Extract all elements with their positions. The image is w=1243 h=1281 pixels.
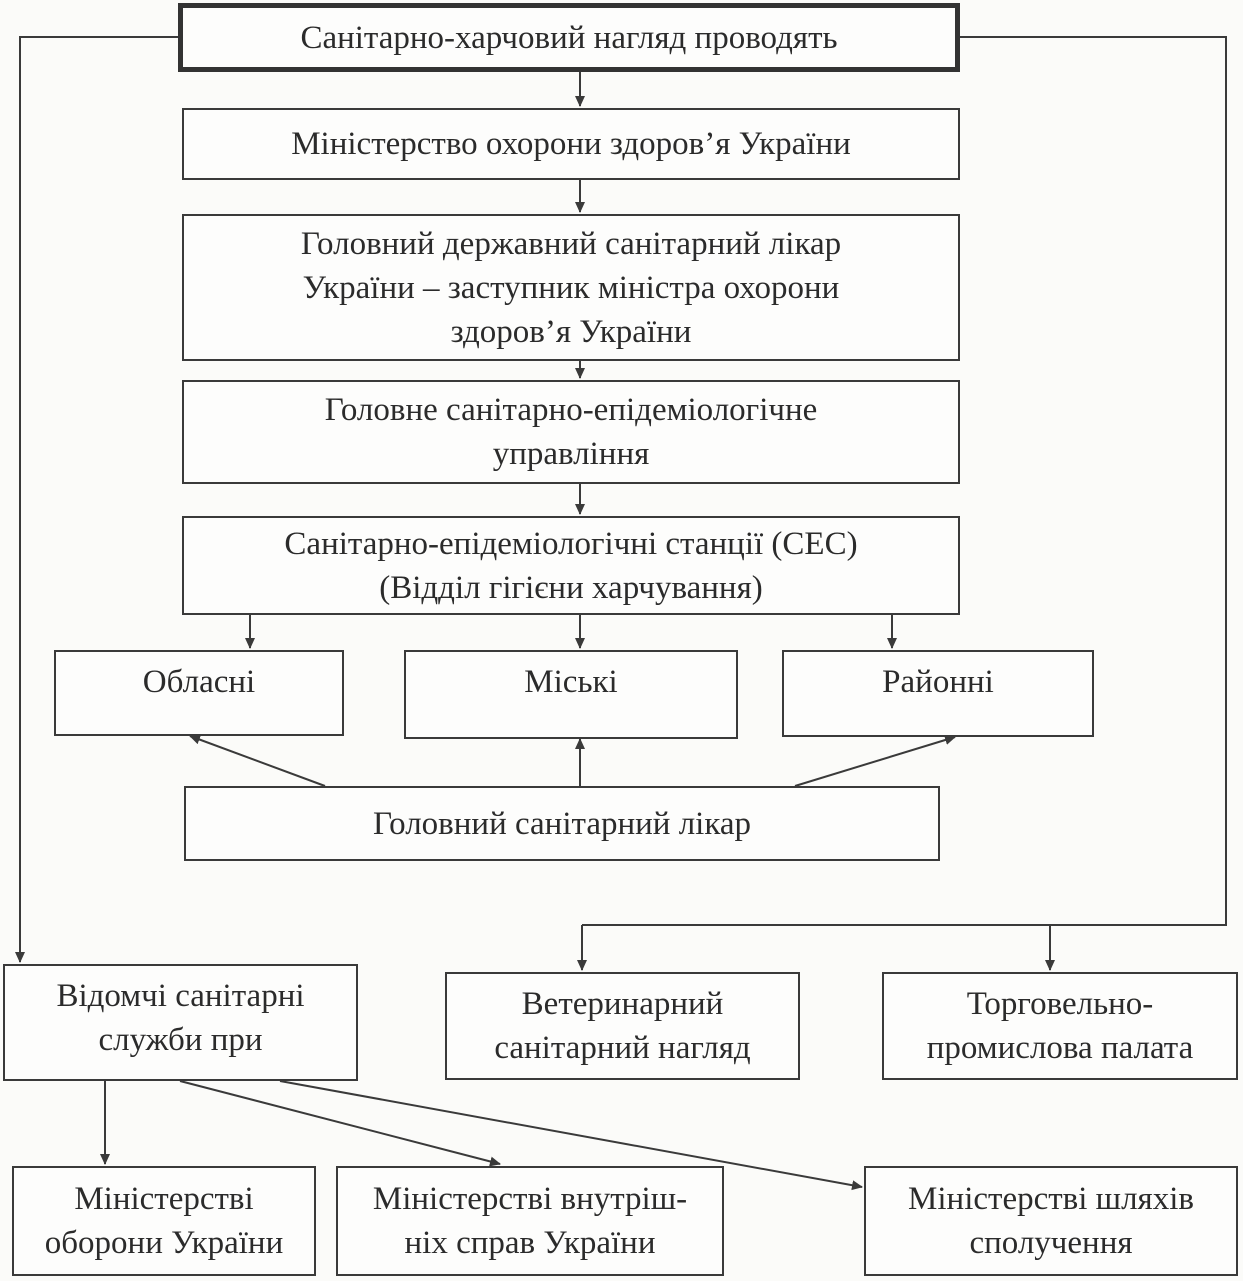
departmental-services-line-2: служби при [98,1022,263,1058]
departmental-services-line-1: Відомчі санітарні [56,978,305,1014]
interior-ministry-box: Міністерстві внутріш- ніх справ України [336,1166,724,1276]
oblast-text: Обласні [142,664,256,700]
ministry-text: Міністерство охорони здоров’я України [291,126,851,162]
arrow-chief-doctor-to-district [794,735,956,787]
chief-doctor-ukraine-line-3: здоров’я України [450,313,692,350]
district-text: Районні [882,664,994,700]
veterinary-box: Ветеринарний санітарний нагляд [445,972,800,1080]
defence-ministry-line-1: Міністерстві [74,1181,254,1217]
title-box: Санітарно-харчовий нагляд проводять [178,3,960,72]
chief-doctor-ukraine-line-2: України – заступник міністра охорони [302,269,840,306]
ministry-box: Міністерство охорони здоров’я України [182,108,960,180]
chamber-box: Торговельно- промислова палата [882,972,1238,1080]
arrow-title-to-departmental [15,36,178,963]
stations-line-1: Санітарно-епідеміологічні станції (СЕС) [284,525,858,562]
defence-ministry-box: Міністерстві оборони України [12,1166,316,1276]
main-department-line-2: управління [492,436,650,472]
arrow-departmental-to-transport [279,1080,863,1191]
interior-ministry-line-2: ніх справ України [404,1225,656,1261]
chief-doctor-box: Головний санітарний лікар [184,786,940,861]
chief-doctor-text: Головний санітарний лікар [372,805,752,842]
defence-ministry-line-2: оборони України [44,1225,284,1261]
arrow-departmental-to-interior [179,1080,501,1167]
veterinary-line-1: Ветеринарний [521,986,724,1022]
oblast-box: Обласні [54,650,344,736]
stations-line-2: (Відділ гігієни харчування) [379,569,763,606]
transport-ministry-line-1: Міністерстві шляхів [908,1181,1194,1217]
city-box: Міські [404,650,738,739]
veterinary-line-2: санітарний нагляд [494,1030,751,1066]
transport-ministry-line-2: сполучення [969,1225,1133,1261]
chief-doctor-ukraine-line-1: Головний державний санітарний лікар [300,225,842,262]
stations-box: Санітарно-епідеміологічні станції (СЕС) … [182,516,960,615]
arrow-chief-doctor-to-oblast [189,734,326,787]
main-department-box: Головне санітарно-епідеміологічне управл… [182,380,960,484]
title-text: Санітарно-харчовий нагляд проводять [300,19,838,56]
district-box: Районні [782,650,1094,737]
interior-ministry-line-1: Міністерстві внутріш- [372,1181,688,1217]
chamber-line-2: промислова палата [926,1030,1194,1066]
chief-doctor-ukraine-box: Головний державний санітарний лікар Укра… [182,214,960,361]
transport-ministry-box: Міністерстві шляхів сполучення [864,1166,1238,1276]
chamber-line-1: Торговельно- [966,986,1154,1022]
departmental-services-box: Відомчі санітарні служби при [3,964,358,1081]
city-text: Міські [524,664,618,700]
main-department-line-1: Головне санітарно-епідеміологічне [324,392,818,428]
